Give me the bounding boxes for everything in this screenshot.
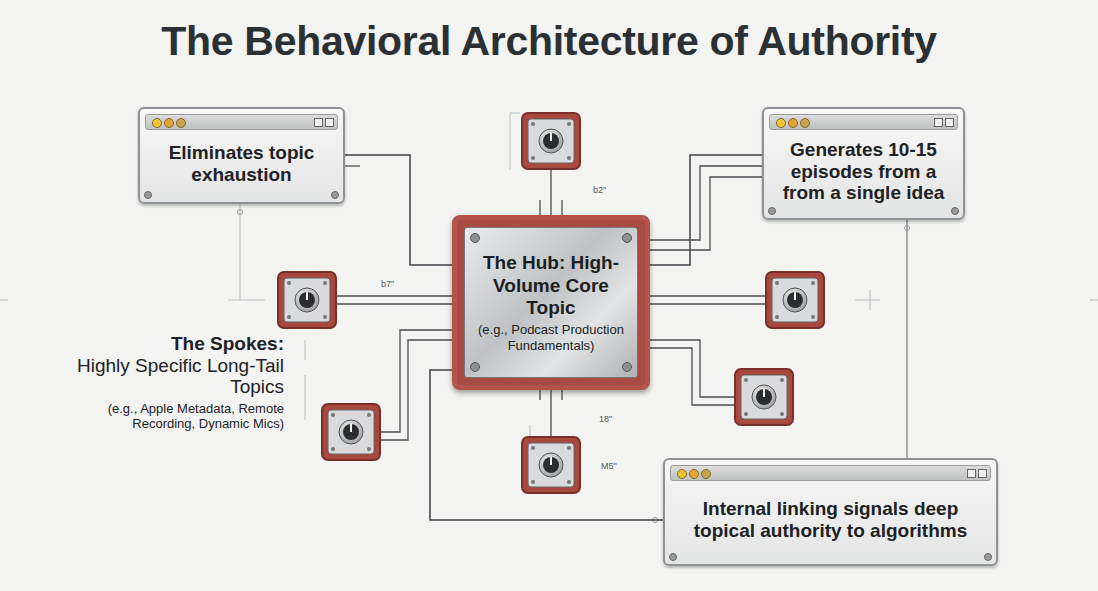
- window-dot: [800, 118, 810, 128]
- screw: [768, 207, 776, 215]
- diagram-title: The Behavioral Architecture of Authority: [0, 18, 1098, 65]
- title-bar: [145, 114, 338, 130]
- window-text: Eliminates topic exhaustion: [150, 142, 333, 186]
- window-box: Generates 10-15 episodes from a from a s…: [762, 107, 965, 220]
- screw: [331, 191, 339, 199]
- knob-wires: [336, 166, 766, 440]
- window-button: [967, 469, 976, 478]
- window-dot: [677, 469, 687, 479]
- window-box: Eliminates topic exhaustion: [138, 107, 345, 204]
- hub-box: The Hub: High-Volume Core Topic(e.g., Po…: [452, 215, 650, 390]
- screw: [470, 233, 480, 243]
- title-bar: [670, 465, 991, 481]
- title-bar: [769, 114, 958, 130]
- window-box: Internal linking signals deep topical au…: [663, 458, 998, 566]
- steel-plate: The Hub: High-Volume Core Topic(e.g., Po…: [464, 227, 638, 378]
- connector-wire: [650, 155, 762, 265]
- window-dot: [776, 118, 786, 128]
- screw: [984, 553, 992, 561]
- screw: [951, 207, 959, 215]
- knob-set: [278, 113, 824, 493]
- connector-wire: [430, 370, 663, 520]
- window-body: Internal linking signals deep topical au…: [675, 484, 986, 556]
- screw: [470, 362, 480, 372]
- window-button: [325, 118, 334, 127]
- spokes-text: Highly Specific Long-Tail Topics: [44, 356, 284, 398]
- spokes-heading: The Spokes:: [44, 334, 284, 355]
- hub-example: (e.g., Podcast Production Fundamentals): [477, 322, 625, 353]
- hub-heading: The Hub: High-Volume Core Topic: [477, 252, 625, 320]
- window-text: Generates 10-15 episodes from a from a s…: [774, 139, 953, 205]
- screw: [144, 191, 152, 199]
- dimension-label: b2": [592, 185, 607, 195]
- connector-wire: [345, 155, 452, 265]
- window-dot: [701, 469, 711, 479]
- screw: [622, 362, 632, 372]
- window-button: [934, 118, 943, 127]
- window-dot: [689, 469, 699, 479]
- spokes-example: (e.g., Apple Metadata, Remote Recording,…: [44, 399, 284, 432]
- window-dot: [152, 118, 162, 128]
- window-dot: [164, 118, 174, 128]
- window-dot: [788, 118, 798, 128]
- window-text: Internal linking signals deep topical au…: [675, 498, 986, 542]
- screw: [669, 553, 677, 561]
- dimension-label: 18": [598, 414, 613, 424]
- window-body: Generates 10-15 episodes from a from a s…: [774, 133, 953, 210]
- window-button: [978, 469, 987, 478]
- connector-wire: [907, 220, 908, 458]
- dimension-label: M5": [600, 461, 618, 471]
- window-body: Eliminates topic exhaustion: [150, 133, 333, 194]
- window-button: [314, 118, 323, 127]
- window-button: [945, 118, 954, 127]
- dimension-label: b7": [380, 279, 395, 289]
- screw: [622, 233, 632, 243]
- window-dot: [176, 118, 186, 128]
